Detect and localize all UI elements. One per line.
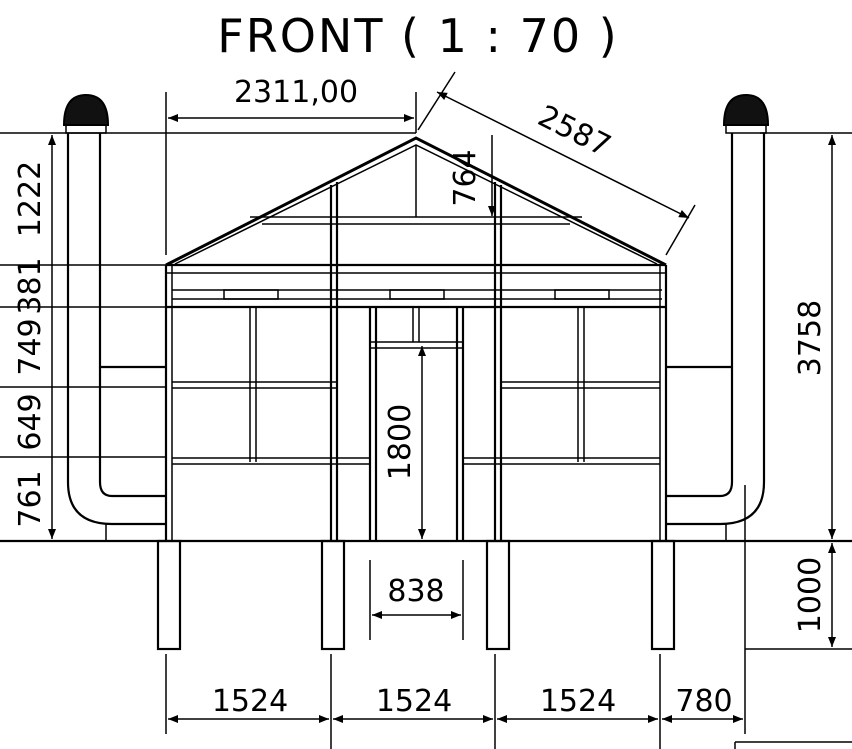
dim-middle-panel: 649 <box>13 393 48 450</box>
dim-bay-1: 1524 <box>212 684 288 719</box>
dim-roof-slope: 2587 <box>532 99 616 164</box>
drawing-title: FRONT ( 1 : 70 ) <box>217 9 618 63</box>
dim-roof-height: 1222 <box>13 161 48 237</box>
dim-door-height: 1800 <box>383 404 418 480</box>
dim-door-width: 838 <box>387 574 444 609</box>
left-vent-pipe <box>62 93 167 542</box>
extension-lines <box>0 71 852 749</box>
wall-rails <box>172 381 660 465</box>
dim-upper-panel: 749 <box>13 318 48 375</box>
dim-eave-band: 381 <box>13 257 48 314</box>
dim-total-height: 3758 <box>793 300 828 376</box>
dim-ridge-half-width: 2311,00 <box>234 75 358 110</box>
dim-foundation-height: 1000 <box>793 557 828 633</box>
dim-side-offset: 780 <box>675 684 732 719</box>
dim-bay-2: 1524 <box>376 684 452 719</box>
roof-gable <box>165 136 667 267</box>
eave-band <box>166 263 666 309</box>
door-frame <box>368 307 465 541</box>
right-vent-pipe <box>665 93 770 542</box>
wall-posts <box>164 182 668 541</box>
dimension-lines <box>48 91 836 723</box>
dim-bay-3: 1524 <box>540 684 616 719</box>
dim-ridge-height: 764 <box>448 149 483 206</box>
dim-lower-panel: 761 <box>13 470 48 527</box>
foundation-piers <box>156 539 676 651</box>
